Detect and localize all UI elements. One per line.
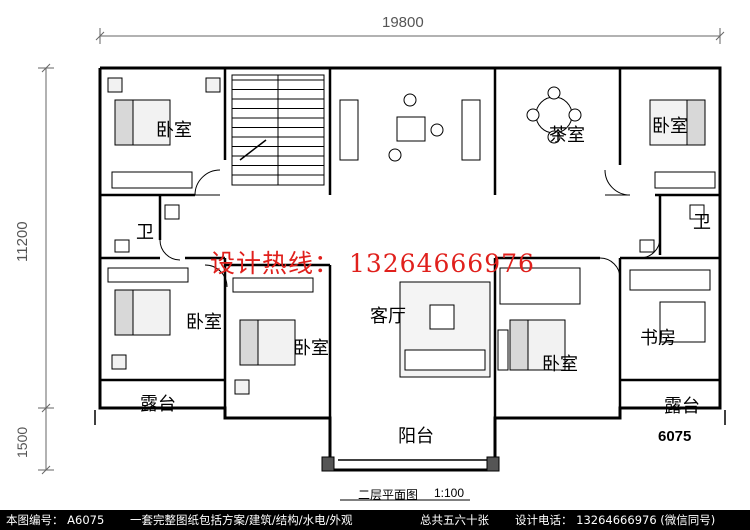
width-dimension-label: 19800 [382,14,424,31]
plan-code: 6075 [658,428,692,445]
room-label-tea-room: 茶室 [549,125,585,146]
room-label-study: 书房 [640,328,676,349]
bathroom-fixtures [114,204,705,253]
columns [321,456,500,472]
room-label-living-room: 客厅 [370,306,406,327]
room-label-bedroom-center-e: 卧室 [542,354,578,375]
staircase [231,74,325,186]
dimension-lines [38,28,725,475]
room-label-bathroom-e: 卫 [693,212,711,233]
room-label-bedroom-sw: 卧室 [186,312,222,333]
room-label-balcony: 阳台 [398,426,434,447]
height-dimension-label: 11200 [14,221,31,262]
interior-walls [100,68,720,418]
bed-furniture [107,77,716,395]
room-label-bedroom-nw: 卧室 [156,120,192,141]
room-label-bedroom-ne: 卧室 [652,116,688,137]
footer-sheet-count: 总共五六十张 [420,513,489,527]
footer-package-info: 一套完整图纸包括方案/建筑/结构/水电/外观 [130,513,353,527]
footer-banner: 本图编号： A6075 一套完整图纸包括方案/建筑/结构/水电/外观 总共五六十… [0,510,750,530]
drawing-title: 二层平面图 [358,488,419,502]
room-label-bedroom-center-w: 卧室 [293,338,329,359]
balcony-rails [94,410,726,461]
footer-plan-number: 本图编号： A6075 [6,513,105,527]
room-label-terrace-w: 露台 [140,394,176,415]
living-furniture [339,86,711,378]
footer-contact: 设计电话： 13264666976 (微信同号) [515,513,716,527]
offset-dimension-label: 1500 [14,426,30,458]
design-hotline-watermark: 设计热线： 13264666976 [210,249,535,278]
drawing-scale: 1:100 [434,486,465,500]
room-label-terrace-e: 露台 [664,396,700,417]
room-label-bathroom-w: 卫 [136,222,154,243]
